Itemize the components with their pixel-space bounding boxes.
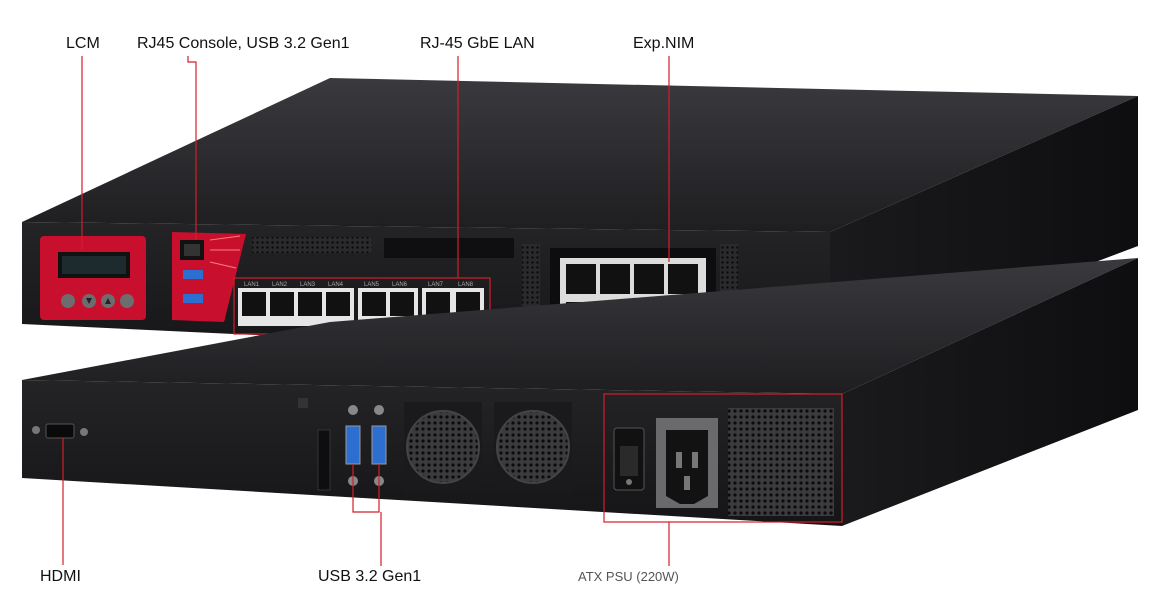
lan-label-6: LAN6: [392, 282, 408, 288]
usb-port-rear-2[interactable]: [371, 425, 387, 465]
lan-port-1[interactable]: [242, 292, 266, 316]
label-psu: ATX PSU (220W): [578, 569, 679, 584]
rear-unit-side: [842, 258, 1138, 526]
front-vent-strip: [252, 237, 372, 253]
front-trim-plate: [384, 238, 514, 258]
callout-lines: [62, 56, 670, 566]
lan-port-5[interactable]: [362, 292, 386, 316]
nim-port-2[interactable]: [600, 264, 630, 294]
atx-psu: [603, 393, 843, 523]
front-unit-top: [22, 78, 1138, 232]
lan-label-2: LAN2: [272, 282, 288, 288]
rear-slot-cover: [317, 429, 331, 491]
rear-unit: [22, 258, 1138, 526]
label-lcm: LCM: [66, 35, 100, 52]
lcm-panel: [40, 236, 146, 320]
nim-port-3[interactable]: [634, 264, 664, 294]
lan-port-3[interactable]: [298, 292, 322, 316]
nim-port-4[interactable]: [668, 264, 698, 294]
lan-label-3: LAN3: [300, 282, 316, 288]
usb-port-front-2[interactable]: [183, 294, 203, 303]
rear-fan-2: [494, 402, 572, 492]
lan-port-6[interactable]: [390, 292, 414, 316]
lan-label-4: LAN4: [328, 282, 344, 288]
rear-screw: [298, 398, 308, 408]
callout-usb-bracket: [352, 464, 380, 513]
label-usb-rear: USB 3.2 Gen1: [318, 568, 422, 585]
label-hdmi: HDMI: [40, 568, 81, 585]
ac-inlet[interactable]: [666, 430, 708, 504]
psu-vent: [728, 408, 834, 516]
console-usb-panel: [172, 232, 246, 322]
label-console-usb: RJ45 Console, USB 3.2 Gen1: [137, 35, 350, 52]
rear-fan-1: [404, 402, 482, 492]
psu-highlight: [603, 393, 843, 523]
nim-port-1[interactable]: [566, 264, 596, 294]
lan-label-7: LAN7: [428, 282, 444, 288]
lcm-button-4[interactable]: [120, 294, 134, 308]
lan-label-5: LAN5: [364, 282, 380, 288]
lcm-button-1[interactable]: [61, 294, 75, 308]
label-gbe-lan: RJ-45 GbE LAN: [420, 35, 535, 52]
usb-port-front-1[interactable]: [183, 270, 203, 279]
front-unit: LAN1 LAN2 LAN3 LAN4 LAN5 LAN6 LAN7 LAN8: [22, 78, 1138, 362]
hdmi-port-group: [32, 423, 88, 439]
rear-unit-top: [22, 258, 1138, 394]
label-exp-nim: Exp.NIM: [633, 35, 695, 52]
lan-label-1: LAN1: [244, 282, 260, 288]
lan-label-8: LAN8: [458, 282, 474, 288]
lan-port-2[interactable]: [270, 292, 294, 316]
callout-console: [187, 56, 197, 240]
lan-port-7[interactable]: [426, 292, 450, 316]
lan-port-4[interactable]: [326, 292, 350, 316]
usb-port-rear-1[interactable]: [345, 425, 361, 465]
hdmi-port[interactable]: [45, 423, 75, 439]
